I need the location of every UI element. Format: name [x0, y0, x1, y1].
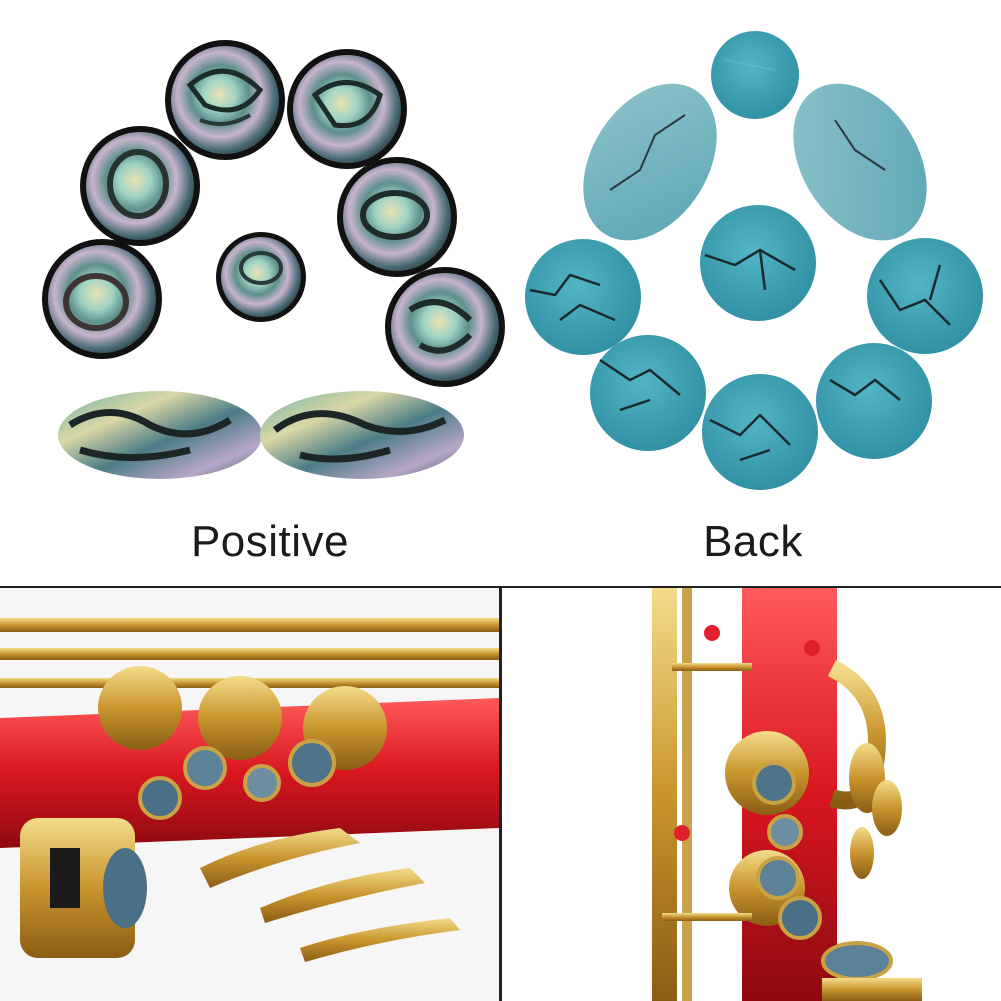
abalone-disc	[42, 239, 162, 359]
turquoise-oval	[583, 83, 717, 241]
turquoise-inlay-set	[525, 31, 983, 490]
turquoise-disc	[816, 343, 932, 459]
turquoise-disc	[702, 374, 818, 490]
turquoise-disc	[700, 205, 816, 321]
caption-positive: Positive	[190, 517, 350, 566]
abalone-inlay-set	[42, 40, 505, 479]
turquoise-disc	[590, 335, 706, 451]
vertical-divider	[499, 588, 502, 1001]
saxophone-closeup-horizontal	[0, 588, 499, 1001]
turquoise-disc	[525, 239, 641, 355]
turquoise-disc	[867, 238, 983, 354]
horizontal-divider	[0, 586, 1001, 588]
abalone-oval	[260, 391, 464, 479]
turquoise-oval	[793, 83, 927, 241]
abalone-disc	[337, 157, 457, 277]
abalone-disc	[385, 267, 505, 387]
abalone-disc	[80, 126, 200, 246]
saxophone-column-illustration	[502, 588, 1001, 1001]
abalone-disc	[216, 232, 306, 322]
product-photo-top: Positive Back	[42, 31, 983, 566]
turquoise-disc	[711, 31, 799, 119]
abalone-disc	[287, 49, 407, 169]
saxophone-closeup-vertical	[502, 588, 1001, 1001]
abalone-disc	[165, 40, 285, 160]
inlay-sets-illustration	[42, 31, 983, 490]
caption-back: Back	[703, 517, 803, 566]
abalone-oval	[58, 391, 262, 479]
saxophone-keys-illustration	[0, 588, 499, 1001]
